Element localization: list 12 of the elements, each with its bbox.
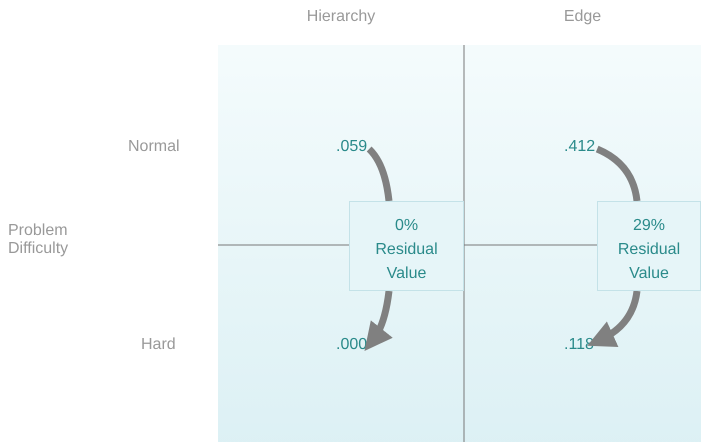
column-heading: Edge xyxy=(562,8,602,26)
curved-arrow xyxy=(587,290,640,346)
axis-label: Problem Difficulty xyxy=(8,222,70,258)
value-text: .412 xyxy=(564,138,596,156)
curved-arrow xyxy=(364,290,393,352)
value-text: .000 xyxy=(336,336,368,354)
column-heading: Hierarchy xyxy=(306,8,376,26)
value-text: .059 xyxy=(336,138,368,156)
row-label: Normal xyxy=(128,138,181,156)
residual-value-box: 0% Residual Value xyxy=(349,201,464,291)
residual-value-box: 29% Residual Value xyxy=(597,201,701,291)
row-label: Hard xyxy=(141,336,177,354)
